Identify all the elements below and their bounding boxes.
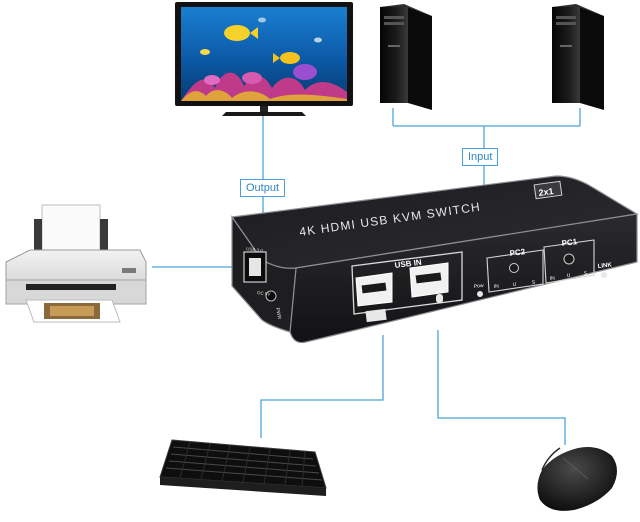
keyboard-icon [159, 439, 327, 496]
power-label: Pow [474, 283, 485, 290]
pc1-port-s-label: S [584, 271, 589, 277]
side-port-label: USB 3.0 [246, 246, 264, 253]
monitor-icon [175, 2, 353, 116]
output-callout: Output [240, 179, 286, 197]
computer-tower-icon [552, 4, 604, 110]
pc2-label: PC2 [509, 247, 526, 258]
switch-to-keyboard-line [260, 335, 384, 438]
pc2-port-u-label: U [513, 282, 518, 288]
printer-icon [5, 204, 147, 323]
pc1-port-in-label: IN [550, 275, 556, 282]
side-pwr-label: PWR [274, 307, 282, 320]
pc2-port-s-label: S [532, 280, 537, 286]
computer-tower-icon [380, 4, 432, 110]
usb-in-label: USB IN [394, 258, 422, 270]
side-power-label: DC 5V [257, 290, 271, 297]
device-model: 2x1 [538, 186, 554, 198]
switch-to-mouse-line [437, 330, 566, 445]
input-callout: Input [462, 148, 499, 166]
kvm-switch-icon: 4K HDMI USB KVM SWITCH 2x1 USB IN PC2 PC… [230, 175, 639, 344]
mouse-icon [537, 447, 617, 511]
pc2-port-in-label: IN [494, 283, 500, 290]
pc1-port-u-label: U [567, 273, 572, 279]
link-label: LINK [598, 262, 613, 270]
pc1-label: PC1 [561, 237, 578, 248]
